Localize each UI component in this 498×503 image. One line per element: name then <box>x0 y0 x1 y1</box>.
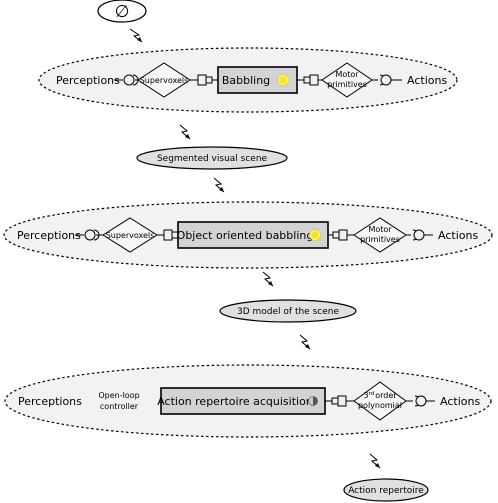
svg-text:3rdorder: 3rdorder <box>363 391 397 400</box>
layer2-active-indicator <box>309 229 321 241</box>
output-segmented-visual-scene: Segmented visual scene <box>136 146 288 170</box>
svg-text:Segmented visual scene: Segmented visual scene <box>157 154 268 164</box>
layer3-controller-label: Open-loop <box>98 391 139 400</box>
layer2-actions-label: Actions <box>438 229 478 242</box>
layer2-module-box: Object oriented babbling <box>177 221 329 249</box>
layer3-actions-label: Actions <box>440 395 480 408</box>
svg-text:Motor: Motor <box>368 225 392 234</box>
layer3-perceptions-label: Perceptions <box>18 395 82 408</box>
layer1-module-label: Babbling <box>222 74 270 87</box>
svg-text:Supervoxels: Supervoxels <box>140 76 189 85</box>
layer1-perceptions-label: Perceptions <box>56 74 120 87</box>
svg-text:polynomial: polynomial <box>358 401 402 410</box>
svg-text:Supervoxels: Supervoxels <box>106 231 155 240</box>
zigzag-arrow-6 <box>369 453 381 469</box>
layer-babbling: Perceptions Supervoxels Babbling <box>38 47 458 113</box>
layer1-in-port <box>197 74 213 86</box>
layer2-motor-primitives-filter: Motor primitives <box>353 217 407 253</box>
svg-text:3D model of the scene: 3D model of the scene <box>237 307 339 317</box>
layer-object-oriented-babbling: Perceptions Supervoxels Object oriented … <box>3 201 493 269</box>
empty-set-symbol: ∅ <box>115 2 130 22</box>
layer2-perceptions-label: Perceptions <box>17 229 81 242</box>
svg-text:Motor: Motor <box>335 70 359 79</box>
output-action-repertoire: Action repertoire <box>343 478 429 502</box>
layer2-input-socket <box>84 229 100 241</box>
output-3d-model-of-the-scene: 3D model of the scene <box>219 299 357 323</box>
layer3-module-box: Action repertoire acquisition <box>157 387 326 415</box>
zigzag-arrow-3 <box>213 177 225 193</box>
svg-text:primitives: primitives <box>327 80 367 89</box>
zigzag-arrow-4 <box>262 271 274 287</box>
zigzag-arrow-5 <box>299 334 311 350</box>
layer-action-repertoire-acquisition: Perceptions Open-loop controller Action … <box>4 364 492 438</box>
layer1-actions-label: Actions <box>407 74 447 87</box>
layer3-out-port <box>331 395 347 407</box>
layer2-module-label: Object oriented babbling <box>177 229 314 242</box>
svg-text:Action repertoire: Action repertoire <box>348 486 424 496</box>
layer3-module-label: Action repertoire acquisition <box>157 395 313 408</box>
zigzag-arrow-2 <box>179 124 191 140</box>
layer3-inactive-indicator <box>308 396 318 406</box>
layer1-active-indicator <box>277 74 289 86</box>
zigzag-arrow-1 <box>129 28 143 43</box>
layer1-out-port <box>303 74 319 86</box>
layer2-out-port <box>332 229 348 241</box>
svg-text:primitives: primitives <box>360 235 400 244</box>
svg-text:controller: controller <box>100 402 139 411</box>
start-node: ∅ <box>97 0 147 23</box>
layer1-module-box: Babbling <box>217 66 298 94</box>
